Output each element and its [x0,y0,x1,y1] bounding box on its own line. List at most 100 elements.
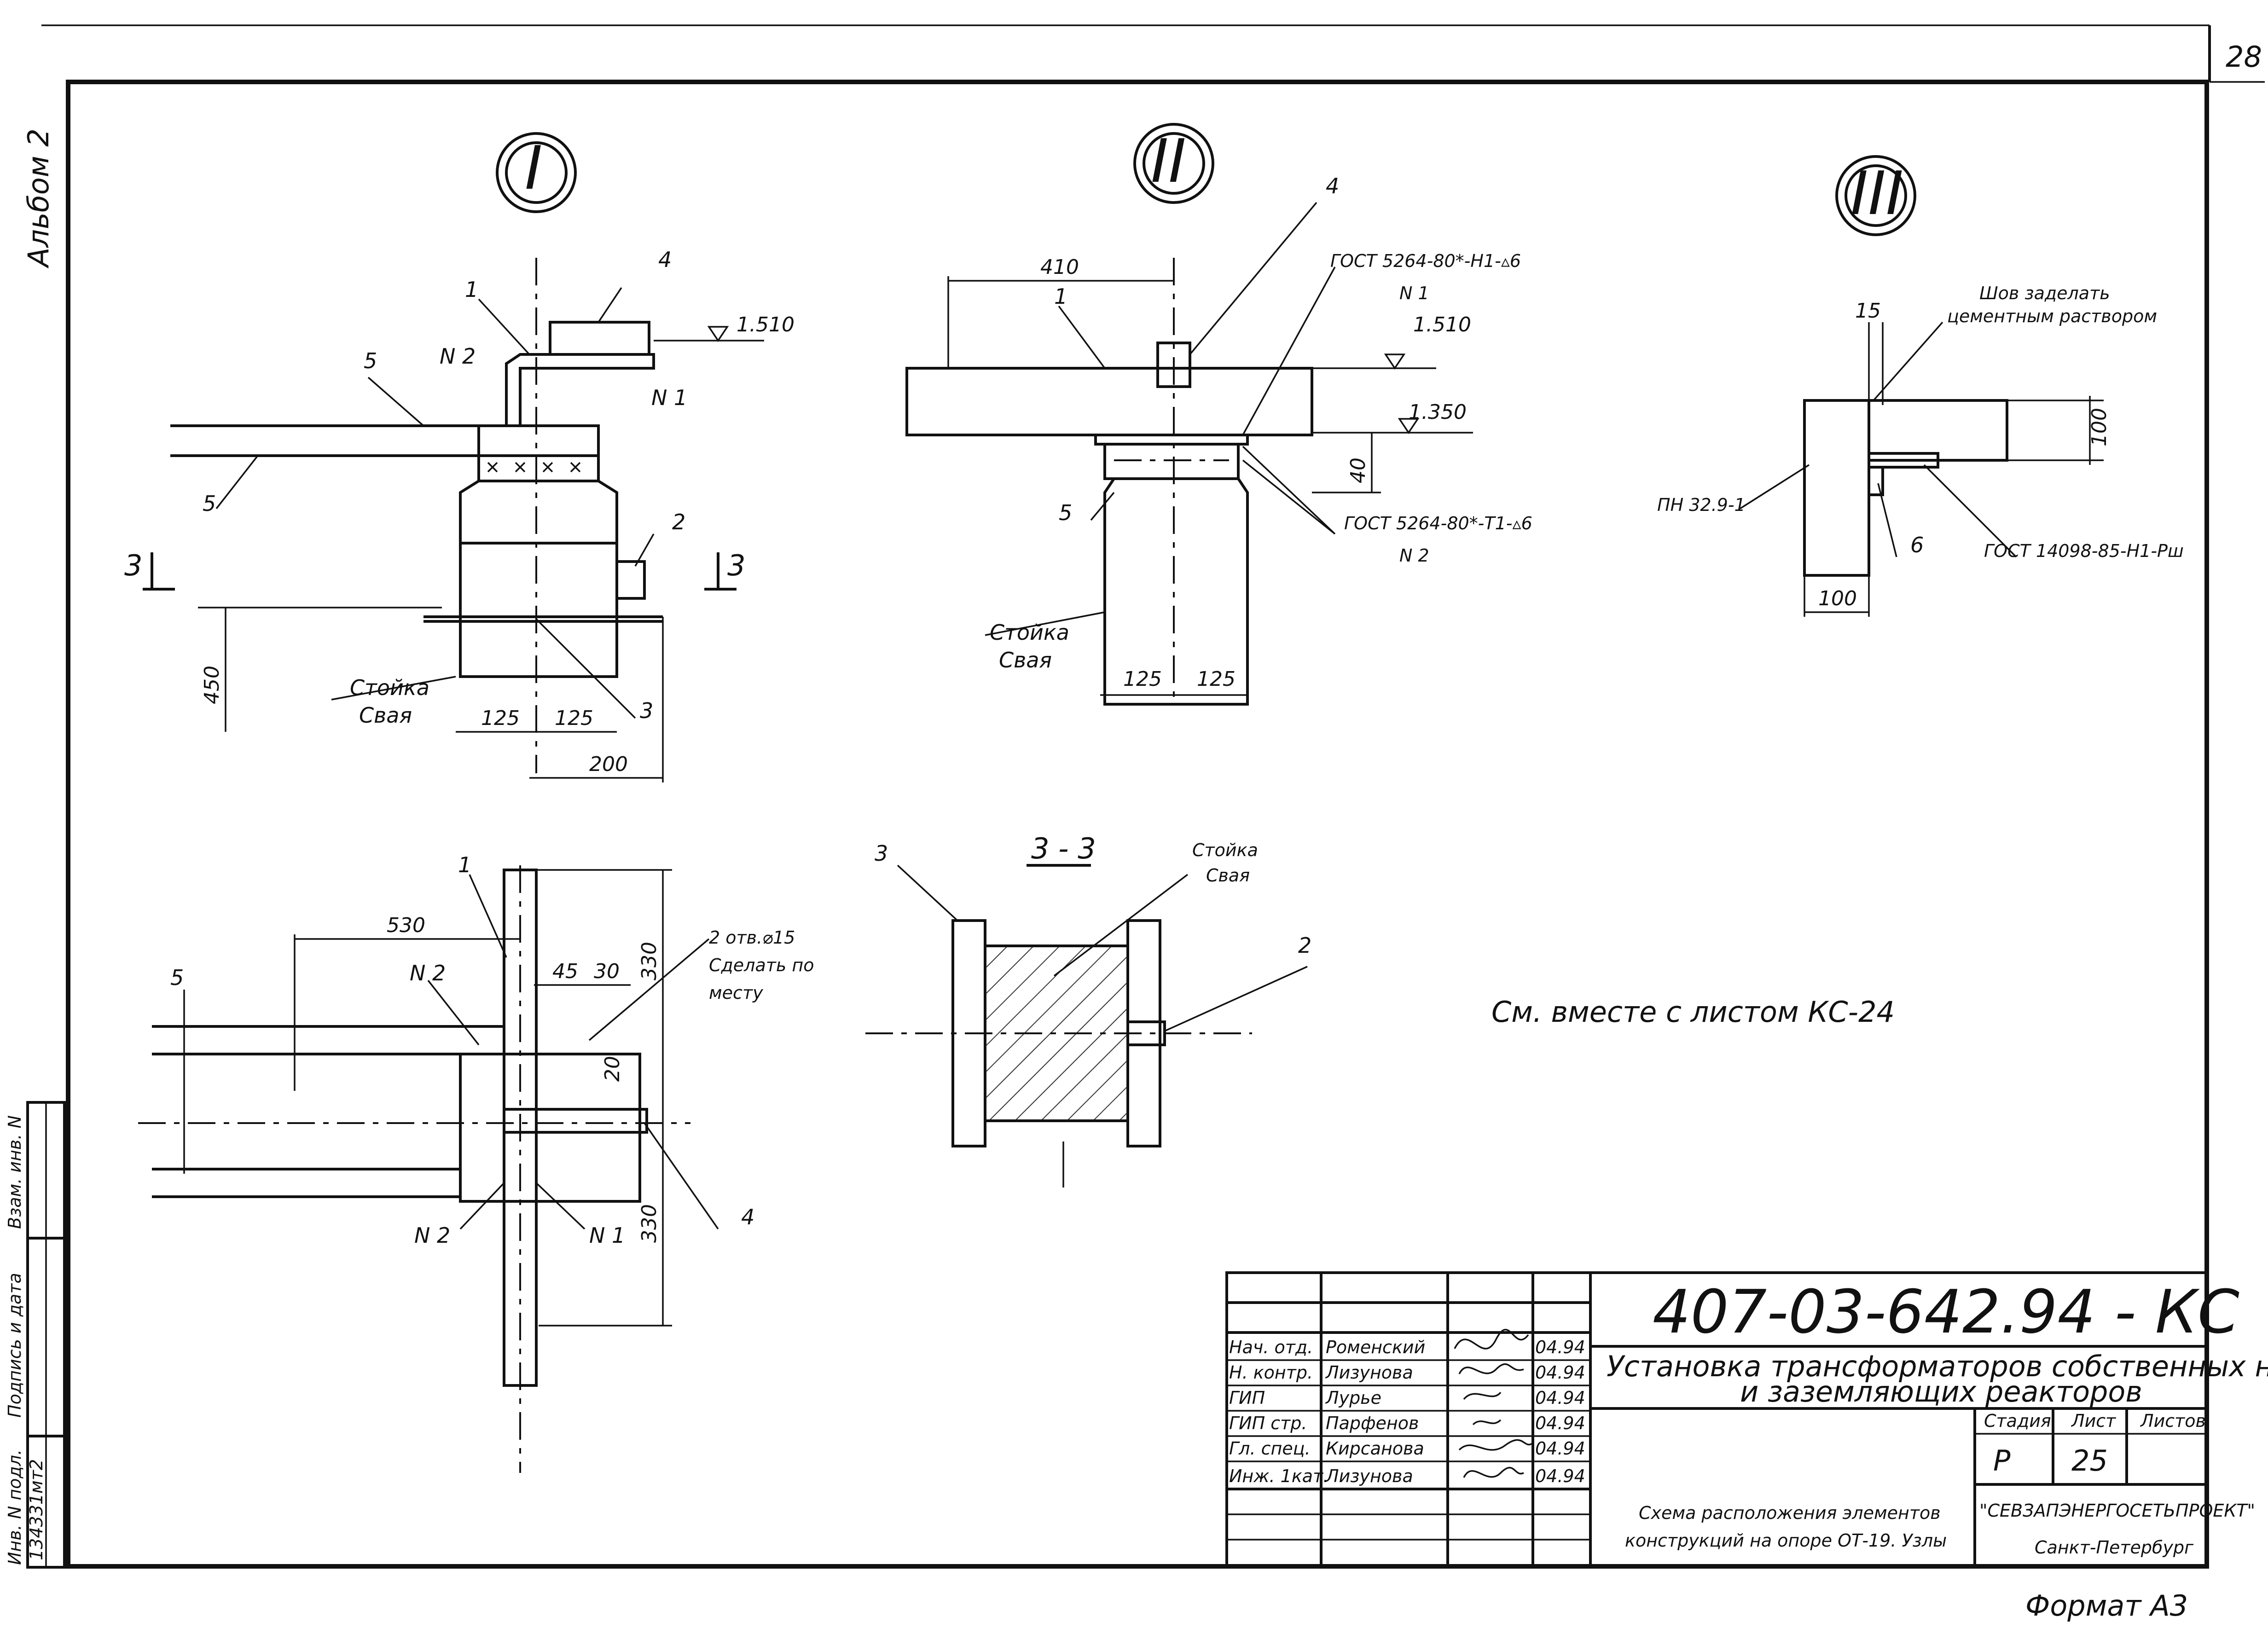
node-3-dim-100h: 100 [1818,587,1857,610]
node-1-pile: Свая [359,703,412,728]
plan-label-1: 1 [458,852,471,877]
node-1-mark: I [525,133,542,203]
stamp-podpis: Подпись и дата [5,1273,25,1418]
node-1-label-1: 1 [465,277,478,302]
node-3-view [1740,155,2104,617]
title-block-sheet-value: 25 [2071,1444,2108,1478]
title-block-title-2: и заземляющих реакторов [1740,1375,2142,1408]
title-block-description-2: конструкций на опоре ОТ-19. Узлы [1625,1530,1947,1551]
stamp-vzam: Взам. инв. N [5,1115,25,1229]
plan-hole-note-2: Сделать по [709,955,814,975]
node-2-pile: Свая [999,648,1052,672]
plan-dim-330a: 330 [638,942,661,980]
node-1-section-left: 3 [124,549,142,582]
plan-view [138,865,719,1473]
section-3-3-label-3: 3 [875,841,888,866]
plan-dim-30: 30 [594,960,620,983]
section-3-3-pile: Свая [1206,865,1250,886]
title-block-city: Санкт-Петербург [2035,1537,2194,1558]
signature-name: Парфенов [1326,1413,1419,1433]
node-2-gost-top: ГОСТ 5264-80*-Н1-▵6 [1330,251,1521,271]
node-2-elevation-top: 1.510 [1413,313,1471,336]
signature-role: ГИП стр. [1229,1413,1307,1433]
title-block-grid [1225,1271,2208,1569]
node-1-post: Стойка [350,675,429,700]
title-block-organization: "СЕВЗАПЭНЕРГОСЕТЬПРОЕКТ" [1979,1501,2255,1521]
signature-date: 04.94 [1535,1337,1585,1357]
signature-date: 04.94 [1535,1466,1585,1486]
node-3-dim-15: 15 [1855,299,1881,323]
plan-dim-530: 530 [387,914,425,937]
node-2-mark: II [1151,126,1186,196]
cross-reference-note: См. вместе с листом КС-24 [1491,995,1895,1029]
plan-hole-note-3: месту [709,983,763,1003]
node-2-dim-125b: 125 [1197,667,1236,691]
signature-role: Нач. отд. [1229,1337,1313,1357]
title-block-sheet-label: Лист [2071,1411,2117,1431]
title-block-title-1: Установка трансформаторов собственных ну… [1607,1350,2268,1383]
section-3-3-title: 3 - 3 [1031,832,1096,865]
plan-dim-20: 20 [601,1056,624,1082]
stamp-inv-value: 134331мт2 [26,1459,46,1560]
node-1-view [143,132,764,782]
stamp-inv: Инв. N подл. [5,1449,25,1565]
plan-dim-45: 45 [552,960,578,983]
signature-name: Роменский [1326,1337,1425,1357]
section-3-3-view [865,864,1308,1188]
node-1-elevation: 1.510 [737,313,795,336]
plan-dim-330b: 330 [638,1204,661,1243]
node-3-mark: III [1850,158,1903,228]
node-1-section-right: 3 [727,549,745,582]
side-stamp [26,1101,66,1569]
node-2-view [905,123,1473,706]
title-block-stage-value: Р [1993,1444,2011,1478]
signature-role: Н. контр. [1229,1362,1313,1383]
format-label: Формат А3 [2025,1589,2188,1622]
signature-name: Кирсанова [1326,1438,1424,1459]
node-2-elevation-bottom: 1.350 [1409,400,1467,424]
node-2-label-1: 1 [1054,284,1067,309]
node-1-label-n1: N 1 [651,385,687,410]
handwritten-signatures [1454,1328,1534,1478]
section-3-3-label-2: 2 [1298,933,1311,958]
signature-name: Лурье [1325,1388,1381,1408]
plan-label-n2a: N 2 [410,961,446,985]
sheet-frame [41,24,2265,1569]
node-3-plate: ПН 32.9-1 [1657,495,1746,515]
node-1-label-4: 4 [658,247,672,272]
node-2-gost-top-n: N 1 [1399,283,1429,303]
node-2-label-4: 4 [1326,174,1339,198]
node-2-post: Стойка [990,620,1069,645]
node-2-label-5: 5 [1059,500,1072,525]
node-3-seam-2: цементным раствором [1947,306,2157,326]
node-3-seam-1: Шов заделать [1979,283,2110,303]
node-3-gost: ГОСТ 14098-85-Н1-Рш [1984,541,2184,561]
signature-role: Гл. спец. [1229,1438,1311,1459]
plan-label-4: 4 [741,1205,754,1229]
node-1-label-n2: N 2 [440,344,476,369]
signature-name: Лизунова [1325,1362,1413,1383]
signature-rows: Нач. отд. Роменский 04.94 Н. контр. Лизу… [1229,1337,1585,1486]
signature-date: 04.94 [1535,1362,1585,1383]
plan-label-n1: N 1 [589,1223,625,1248]
node-1-dim-125b: 125 [555,707,593,730]
node-2-dim-40: 40 [1346,458,1370,483]
node-1-label-5a: 5 [364,348,377,373]
node-1-label-3: 3 [640,698,653,723]
node-1-dim-450: 450 [200,666,224,704]
signature-date: 04.94 [1535,1413,1585,1433]
album-label: Альбом 2 [22,128,55,269]
page-number: 28 [2226,40,2262,74]
signature-date: 04.94 [1535,1438,1585,1459]
title-block-description-1: Схема расположения элементов [1639,1503,1941,1523]
node-2-dim-410: 410 [1040,255,1079,279]
title-block-code: 407-03-642.94 - КС [1653,1277,2239,1347]
section-3-3-post: Стойка [1192,840,1258,860]
node-2-gost-bottom-n: N 2 [1399,545,1429,566]
plan-label-n2b: N 2 [414,1223,450,1248]
signature-role: Инж. 1кат. [1229,1466,1328,1486]
node-2-dim-125a: 125 [1123,667,1162,691]
title-block-stage-label: Стадия [1984,1411,2051,1431]
node-2-gost-bottom: ГОСТ 5264-80*-Т1-▵6 [1344,513,1532,533]
title-block-sheets-label: Листов [2140,1411,2206,1431]
